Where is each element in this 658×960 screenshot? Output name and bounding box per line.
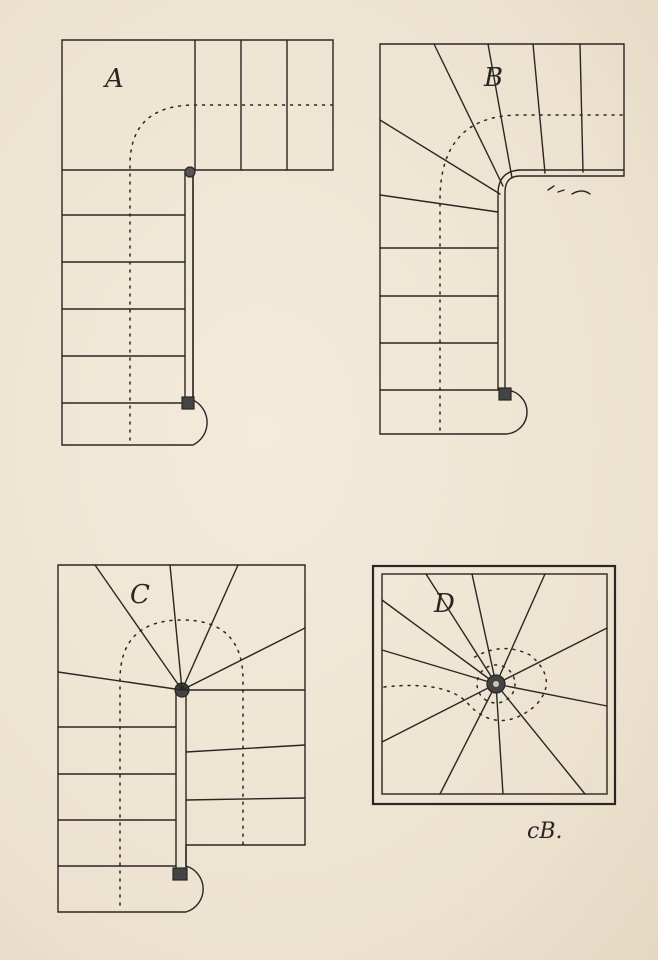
plan-d-inner-frame	[381, 573, 608, 795]
plan-d-column-core	[493, 681, 499, 687]
plan-d-spiral-tread	[381, 649, 497, 685]
plan-d-spiral-tread	[471, 573, 497, 685]
plan-a-outline	[61, 39, 334, 446]
plan-b-outline	[379, 43, 625, 435]
plan-d-spiral-tread	[495, 683, 608, 707]
plan-b-ink-mark	[547, 185, 591, 195]
plan-c-tread	[185, 744, 306, 753]
plan-c-winder-tread	[94, 564, 183, 691]
plan-c-winder-tread	[181, 627, 306, 691]
plan-a-newel-post	[184, 166, 196, 178]
plan-b-walkline	[439, 114, 625, 431]
plan-d-walkline-inner	[476, 664, 516, 704]
artist-signature: cB.	[527, 819, 562, 844]
plan-b-winder-stair: B	[379, 43, 625, 435]
plan-b-winder-tread	[379, 119, 501, 195]
plan-d-outer-frame	[371, 564, 617, 806]
plan-d-walkline	[383, 647, 548, 722]
plan-a-quarter-landing-stair: A	[61, 39, 334, 446]
plan-b-tread	[579, 43, 584, 173]
plan-d-spiral-tread	[495, 683, 586, 795]
plan-b-winder-tread	[379, 194, 499, 213]
plan-b-tread	[532, 43, 546, 174]
plan-d-spiral-tread	[425, 573, 497, 685]
plan-b-winder-tread	[487, 43, 513, 179]
plan-c-winder-tread	[169, 564, 183, 691]
plan-d-spiral-tread	[439, 683, 497, 795]
plan-d-spiral-tread	[381, 599, 497, 685]
plan-a-handrail	[184, 171, 194, 401]
plan-a-walkline	[129, 104, 334, 441]
plan-d-spiral-tread	[495, 627, 608, 685]
plan-a-start-newel	[181, 396, 195, 410]
plan-d-spiral-tread	[495, 683, 504, 795]
plan-c-winder-tread	[181, 564, 239, 691]
plan-c-outline	[57, 564, 306, 913]
plan-c-walkline	[119, 619, 244, 906]
plan-c-handrail	[175, 691, 187, 873]
plan-d-spiral-tread	[381, 683, 497, 743]
plan-c-label: C	[130, 580, 150, 610]
plan-c-tread	[185, 797, 306, 801]
plan-d-spiral-stair: D	[371, 564, 617, 806]
plan-b-start-newel	[498, 387, 512, 401]
plan-c-winder-stair: C	[57, 564, 306, 913]
plan-a-label: A	[103, 64, 124, 94]
plan-c-start-newel	[172, 867, 188, 881]
plan-b-winder-tread	[433, 43, 504, 187]
plan-d-label: D	[433, 589, 455, 619]
plan-b-label: B	[483, 63, 503, 93]
plan-d-spiral-tread	[495, 573, 546, 685]
plan-b-handrail-outer	[497, 169, 625, 391]
